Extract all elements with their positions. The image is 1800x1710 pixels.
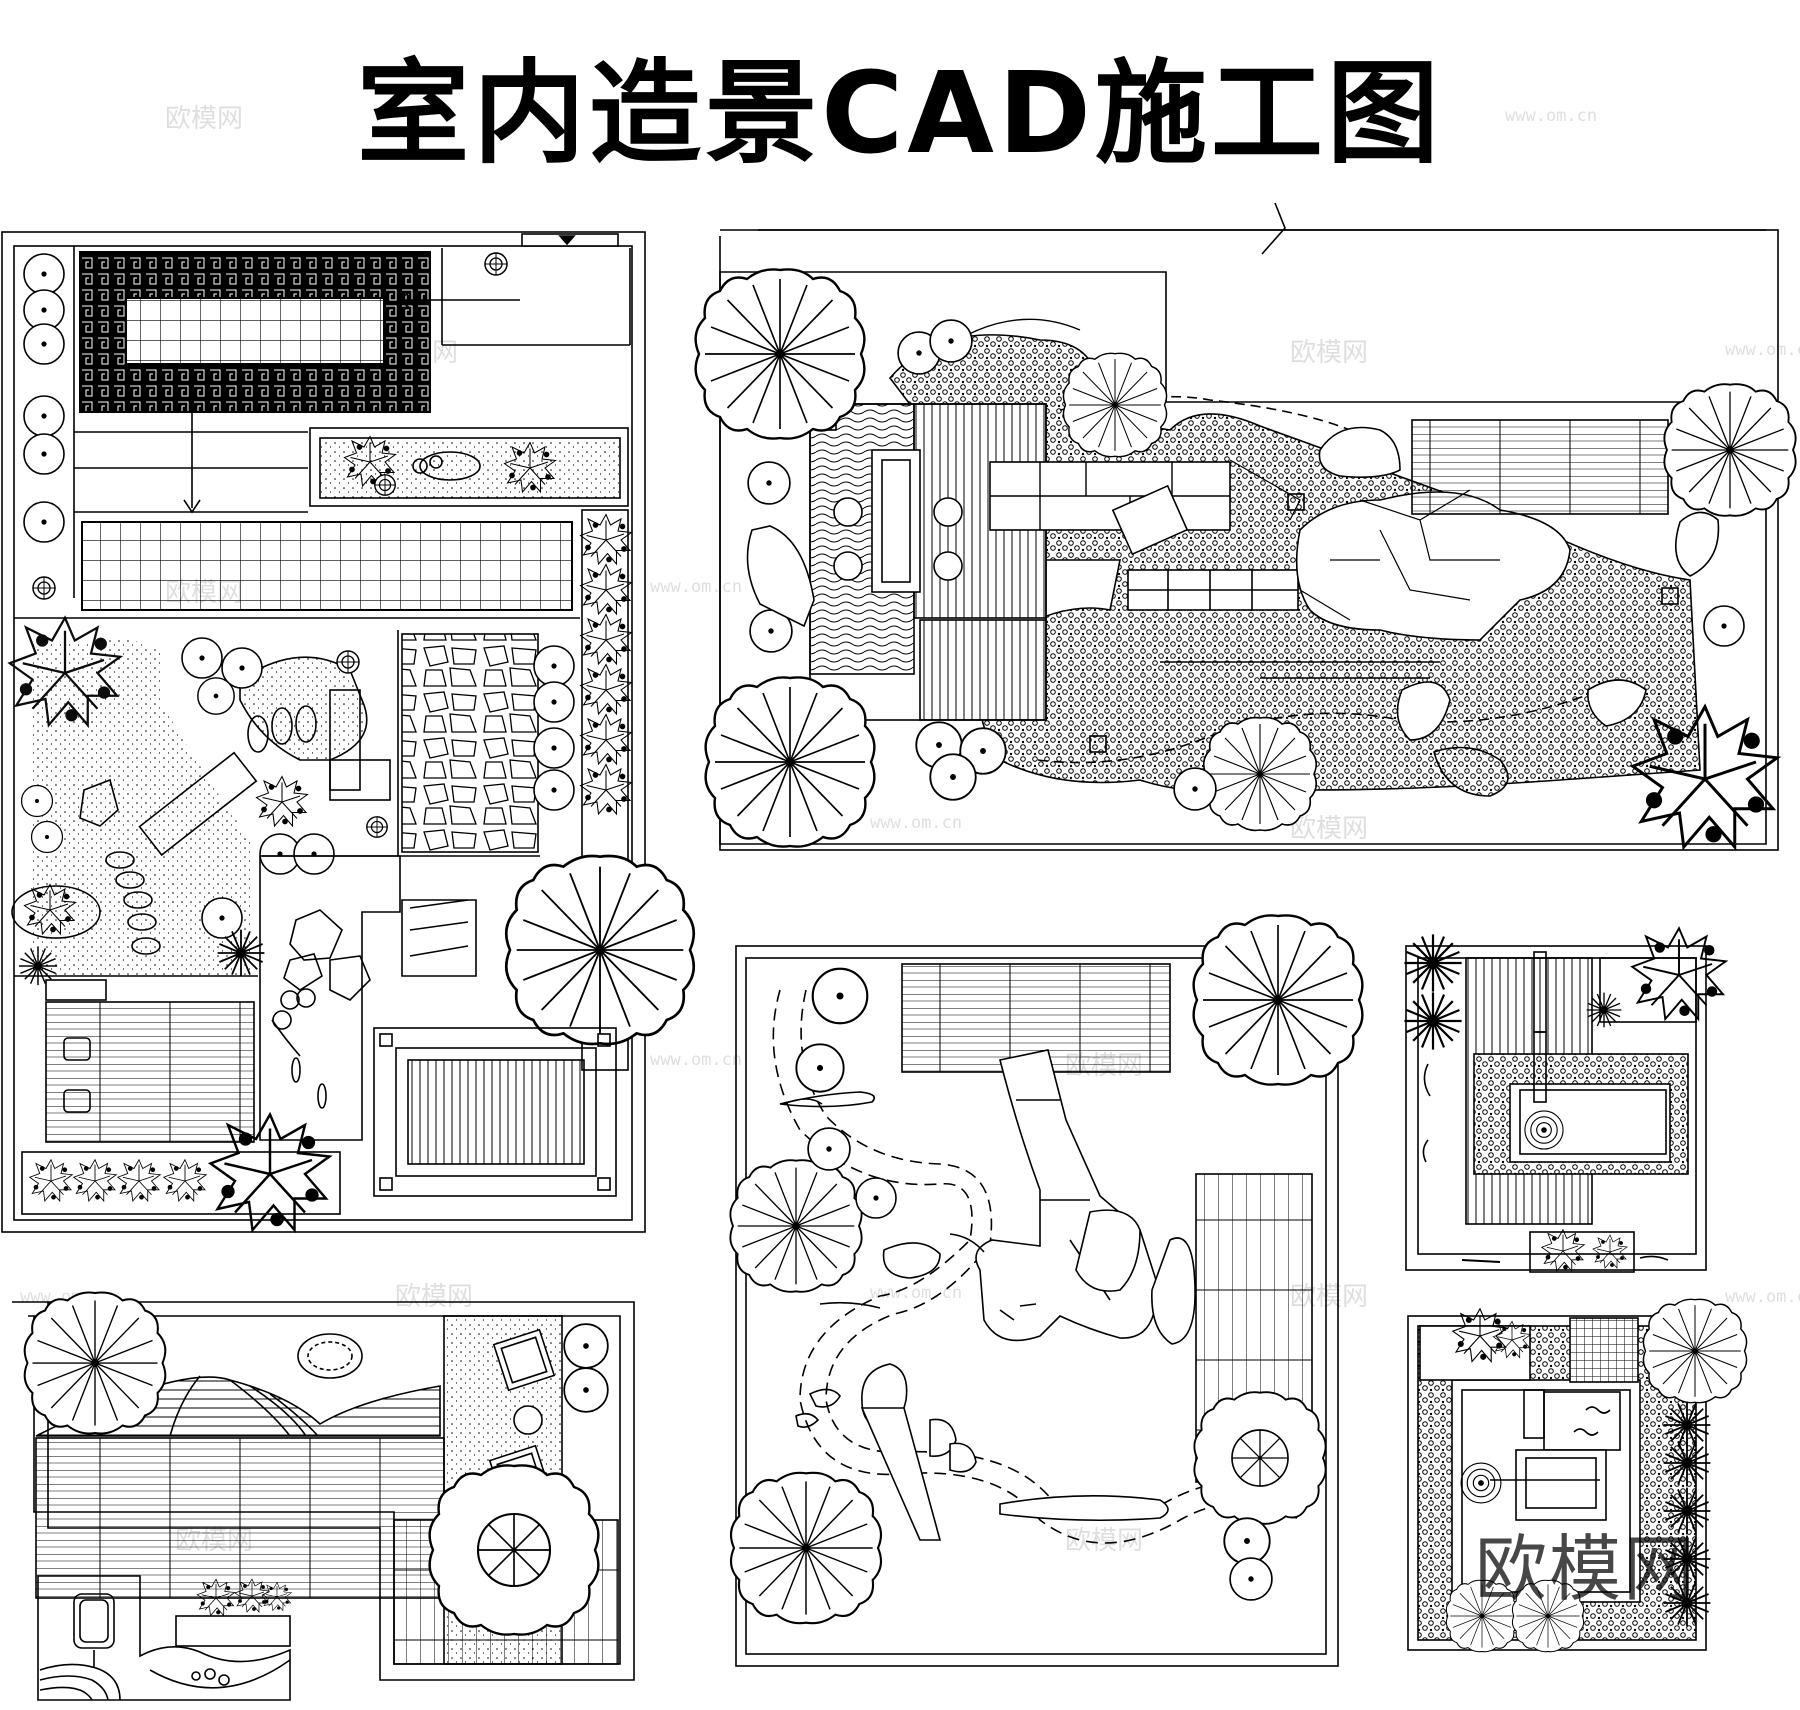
watermark-url: www.om.cn (1725, 340, 1800, 360)
plan-b (694, 202, 1797, 851)
watermark-url: www.om.cn (870, 1283, 963, 1303)
watermark-url: www.om.cn (1725, 1287, 1800, 1307)
plan-g (37, 1575, 292, 1701)
site-logo: 欧模网 (1475, 1527, 1698, 1611)
plan-d (729, 914, 1364, 1667)
plan-f (1407, 1298, 1748, 1653)
watermark-url: www.om.cn (650, 1050, 743, 1070)
watermark-url: www.om.cn (1505, 106, 1598, 126)
page-title: 室内造景CAD施工图 (357, 49, 1443, 179)
watermark-url: www.om.cn (870, 813, 963, 833)
watermark: 欧模网 (1290, 814, 1369, 844)
plan-e (1403, 927, 1727, 1273)
plan-a (1, 231, 696, 1233)
plan-c (12, 1291, 635, 1681)
watermark-url: www.om.cn (650, 577, 743, 597)
watermark: 欧模网 (1290, 338, 1369, 368)
watermark: 欧模网 (395, 1282, 474, 1312)
watermark: 欧模网 (165, 104, 244, 134)
